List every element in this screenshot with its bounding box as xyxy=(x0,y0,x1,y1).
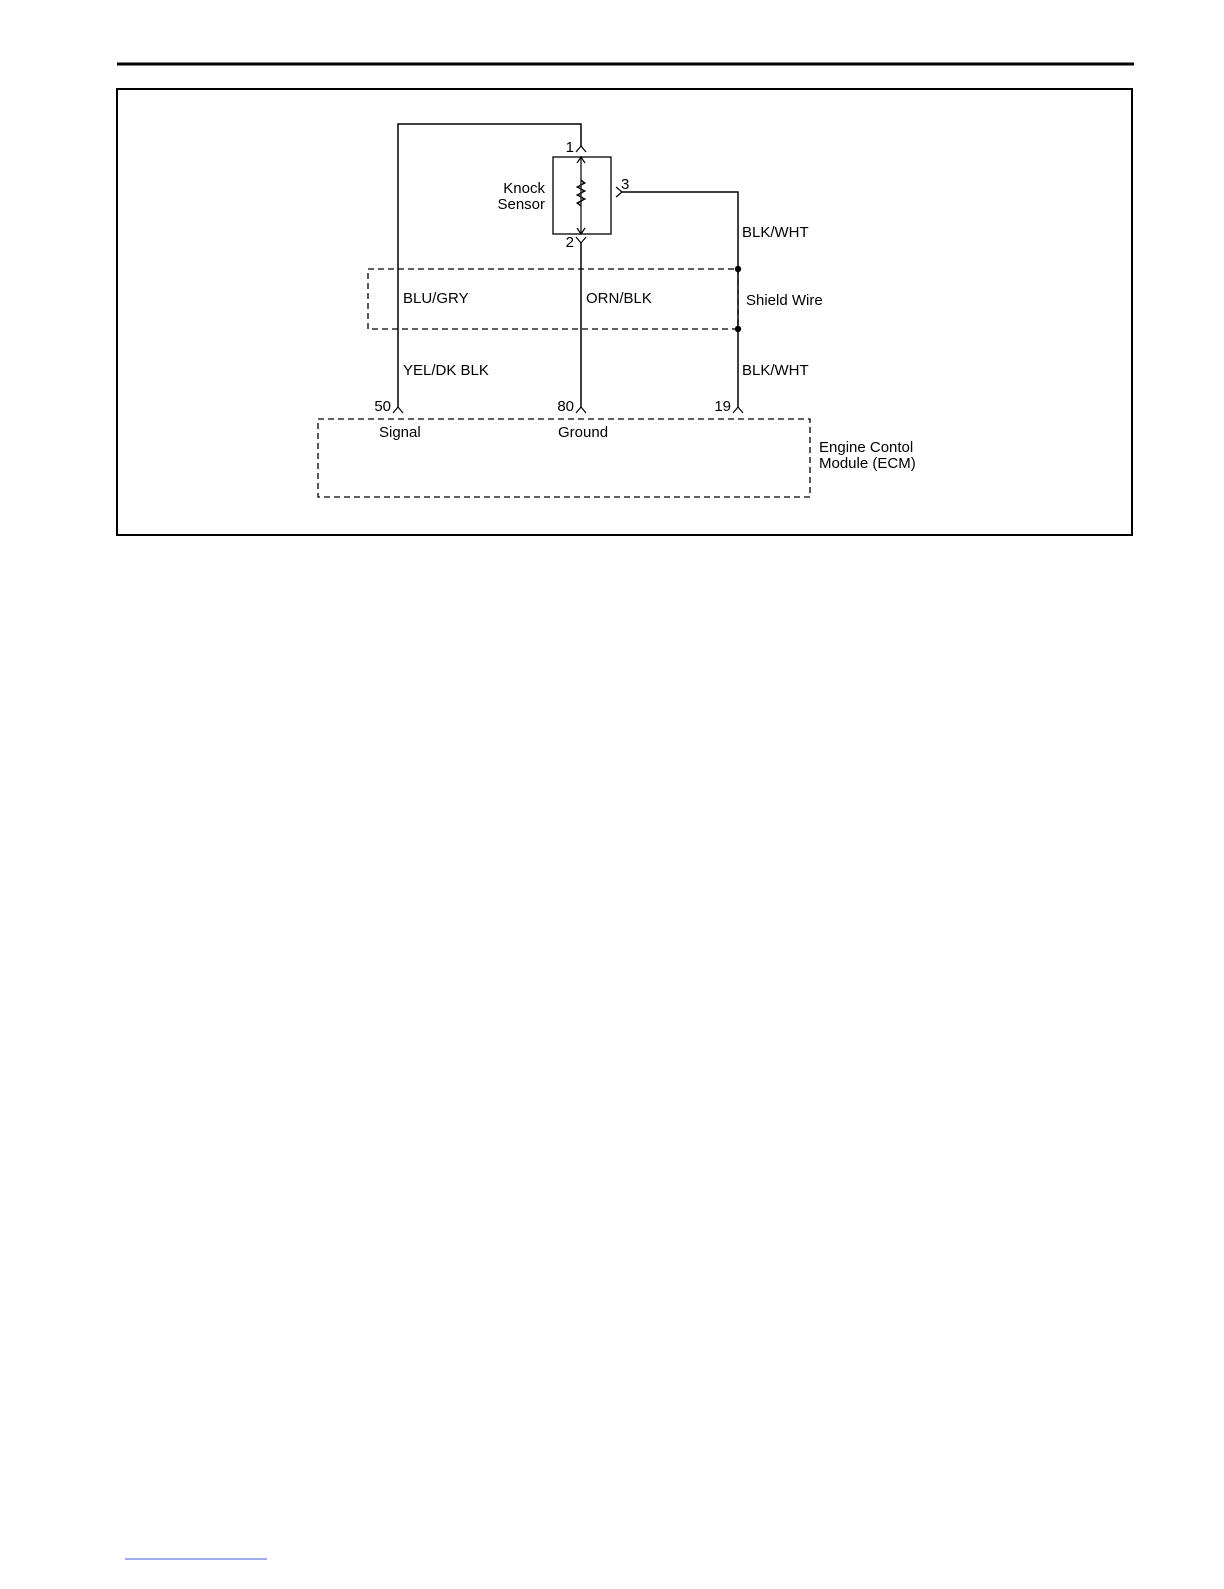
ecm-name-line1: Engine Contol xyxy=(819,439,913,456)
ecm-pin-80: 80 xyxy=(557,398,574,415)
ecm-signal-label: Signal xyxy=(379,424,421,441)
shield-wire-label: Shield Wire xyxy=(746,292,823,309)
knock-sensor: Knock Sensor xyxy=(497,157,611,234)
ecm-pin-50: 50 xyxy=(374,398,391,415)
sensor-name-line2: Sensor xyxy=(497,196,545,213)
ecm-terminal-50-chevron xyxy=(393,407,403,413)
terminal-2-chevron xyxy=(576,237,586,243)
ecm-ground-label: Ground xyxy=(558,424,608,441)
sensor-pin-3: 3 xyxy=(621,176,629,193)
ecm-name-line2: Module (ECM) xyxy=(819,455,916,472)
ecm-pin-19: 19 xyxy=(714,398,731,415)
wire-label-signal-shielded: BLU/GRY xyxy=(403,290,469,307)
ecm-terminal-19-chevron xyxy=(733,407,743,413)
wire-label-shield-upper: BLK/WHT xyxy=(742,224,809,241)
wire-label-shield-lower: BLK/WHT xyxy=(742,362,809,379)
figure-frame xyxy=(117,89,1132,535)
knock-sensor-body xyxy=(553,157,611,234)
wire-label-ground-shielded: ORN/BLK xyxy=(586,290,652,307)
ecm: 50 80 19 Signal Ground Engine Contol Mod… xyxy=(318,398,916,497)
sensor-name-line1: Knock xyxy=(503,180,545,197)
terminal-1-chevron xyxy=(576,146,586,152)
ecm-terminal-80-chevron xyxy=(576,407,586,413)
sensor-pin-2: 2 xyxy=(566,234,574,251)
wire-label-signal-lower: YEL/DK BLK xyxy=(403,362,489,379)
sensor-pin-1: 1 xyxy=(566,139,574,156)
